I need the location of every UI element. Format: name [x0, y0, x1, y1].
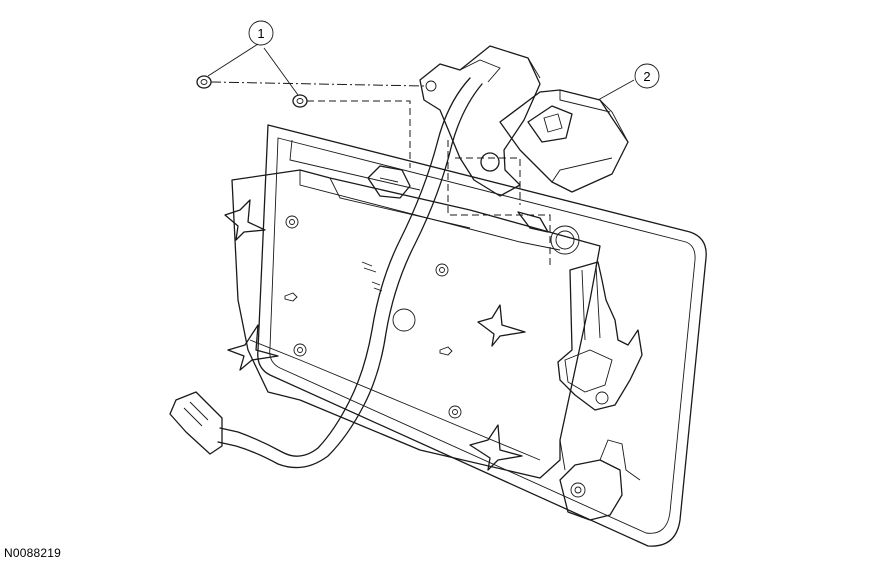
nut-lower	[292, 94, 308, 108]
callout-2-label: 2	[643, 69, 650, 84]
callout-1: 1	[207, 20, 299, 96]
back-plate	[224, 169, 601, 479]
installation-lines	[210, 81, 551, 265]
camera	[499, 89, 629, 193]
camera-bracket	[419, 45, 541, 197]
figure-id-label: N0088219	[4, 546, 61, 560]
trim-frame	[257, 124, 707, 547]
nut-upper	[196, 75, 212, 89]
latch-assembly	[557, 261, 643, 411]
callout-2: 2	[597, 63, 660, 101]
wiring-harness	[169, 77, 483, 469]
callout-1-label: 1	[257, 26, 264, 41]
release-handle	[559, 439, 641, 521]
